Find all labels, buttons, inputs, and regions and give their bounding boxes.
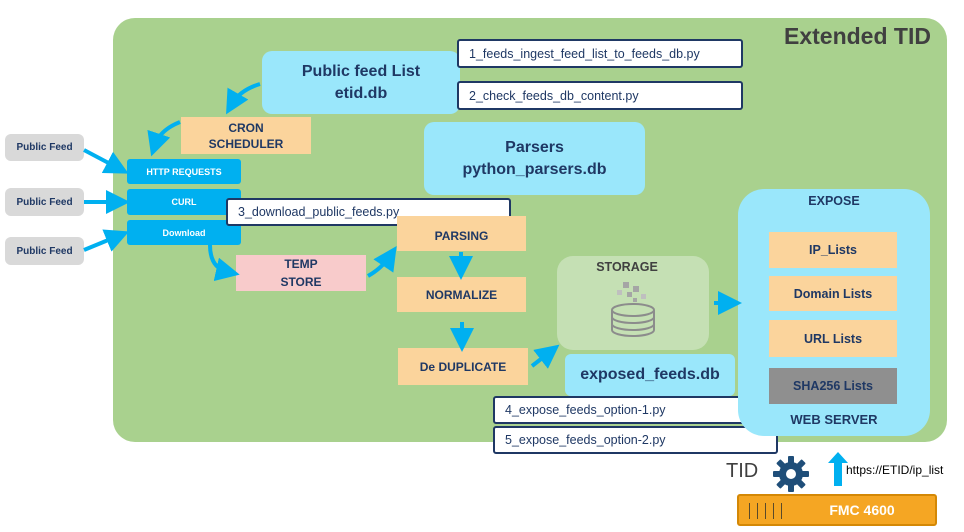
domain-lists-label: Domain Lists (793, 286, 873, 301)
arrow-feedlist-cron (226, 82, 261, 115)
temp-store: TEMP STORE (236, 255, 366, 291)
exposed-feeds-db: exposed_feeds.db (565, 354, 735, 396)
domain-lists[interactable]: Domain Lists (769, 276, 897, 311)
parsing-label: PARSING (434, 228, 489, 243)
public-feed-3: Public Feed (5, 237, 84, 265)
public-feed-1: Public Feed (5, 134, 84, 161)
arrow-feed1-http (83, 148, 129, 174)
curl-block: CURL (127, 189, 241, 215)
script-3-label: 3_download_public_feeds.py (238, 205, 400, 219)
normalize-step: NORMALIZE (397, 277, 526, 312)
public-feed-2-label: Public Feed (16, 196, 73, 208)
panel-title: Extended TID (784, 23, 931, 49)
cron-line1: CRON (228, 120, 264, 135)
http-requests-block: HTTP REQUESTS (127, 159, 241, 184)
ip-lists-label: IP_Lists (809, 243, 857, 257)
script-4-label: 4_expose_feeds_option-1.py (505, 403, 666, 417)
download-label: Download (162, 227, 206, 238)
tid-url[interactable]: https://ETID/ip_list (846, 463, 944, 477)
script-5-label: 5_expose_feeds_option-2.py (505, 433, 666, 447)
parsers-card: Parsers python_parsers.db (424, 122, 645, 195)
expose-title: EXPOSE (808, 194, 860, 208)
normalize-label: NORMALIZE (425, 287, 498, 302)
curl-label: CURL (171, 197, 197, 207)
url-lists-label: URL Lists (803, 331, 863, 346)
parsing-step: PARSING (397, 216, 526, 251)
arrow-temp-parsing (366, 246, 397, 278)
deduplicate-label: De DUPLICATE (419, 359, 507, 374)
up-arrow-icon (828, 452, 848, 486)
fmc-vent-lines (749, 503, 787, 519)
public-feed-list-title: Public feed List (301, 62, 421, 80)
temp-store-line2: STORE (280, 275, 322, 289)
script-1-label: 1_feeds_ingest_feed_list_to_feeds_db.py (469, 46, 700, 61)
script-2[interactable]: 2_check_feeds_db_content.py (457, 81, 743, 110)
arrow-feed3-download (83, 229, 130, 252)
ip-lists[interactable]: IP_Lists (769, 232, 897, 268)
public-feed-3-label: Public Feed (16, 245, 73, 257)
fmc-label: FMC 4600 (829, 502, 895, 518)
parsers-db: python_parsers.db (462, 160, 607, 178)
arrow-cron-fetch (147, 120, 181, 157)
public-feed-1-label: Public Feed (16, 142, 73, 153)
download-block: Download (127, 220, 241, 245)
script-2-label: 2_check_feeds_db_content.py (469, 88, 639, 103)
cron-scheduler: CRON SCHEDULER (181, 117, 311, 154)
public-feed-2: Public Feed (5, 188, 84, 216)
temp-store-line1: TEMP (284, 257, 318, 271)
script-5[interactable]: 5_expose_feeds_option-2.py (493, 426, 778, 454)
script-4[interactable]: 4_expose_feeds_option-1.py (493, 396, 778, 424)
public-feed-list-card: Public feed List etid.db (262, 51, 460, 114)
arrow-download-temp (208, 244, 240, 282)
script-1[interactable]: 1_feeds_ingest_feed_list_to_feeds_db.py (457, 39, 743, 68)
cron-line2: SCHEDULER (208, 136, 284, 151)
gear-icon (773, 456, 809, 492)
deduplicate-step: De DUPLICATE (398, 348, 528, 385)
arrow-dedupe-storage (530, 344, 560, 369)
public-feed-list-db: etid.db (334, 84, 388, 102)
database-icon (611, 282, 655, 337)
sha256-lists-label: SHA256 Lists (793, 379, 873, 393)
tid-label: TID (726, 460, 759, 482)
exposed-feeds-db-label: exposed_feeds.db (580, 366, 720, 383)
storage-label: STORAGE (596, 260, 658, 274)
url-lists[interactable]: URL Lists (769, 320, 897, 357)
fmc-device: FMC 4600 (737, 494, 937, 526)
sha256-lists[interactable]: SHA256 Lists (769, 368, 897, 404)
http-requests-label: HTTP REQUESTS (146, 166, 222, 177)
parsers-title: Parsers (505, 138, 564, 156)
web-server-label: WEB SERVER (790, 412, 878, 427)
